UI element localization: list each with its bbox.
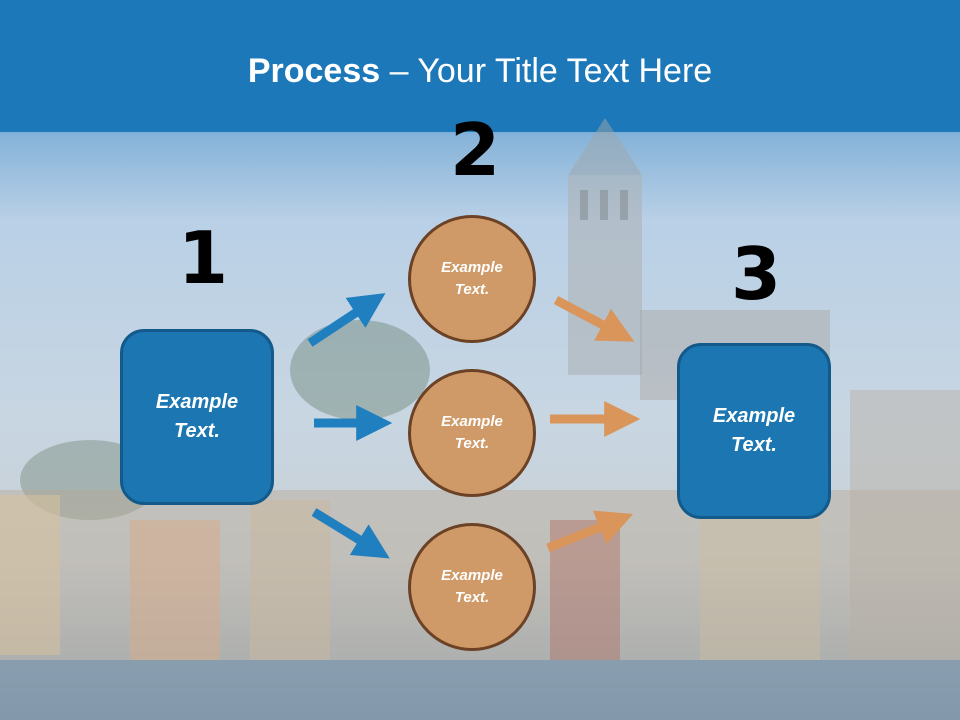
arrow-orange-down xyxy=(553,296,635,342)
arrow-blue-down xyxy=(311,508,390,559)
arrow-blue-up xyxy=(307,293,386,347)
title-rest: – Your Title Text Here xyxy=(380,52,713,90)
circle-top-line2: Text. xyxy=(454,281,490,298)
step-number-3: 3 xyxy=(731,232,782,316)
step-number-1: 1 xyxy=(178,216,229,300)
step1-text-line2: Text. xyxy=(174,420,220,442)
circle-bottom-line1: Example xyxy=(441,566,503,584)
step3-text-line1: Example xyxy=(712,405,796,427)
step3-text-line2: Text. xyxy=(731,434,777,456)
step1-text-line1: Example xyxy=(155,391,239,413)
circle-bottom-line2: Text. xyxy=(454,589,490,606)
title-bold: Process xyxy=(247,52,381,90)
step-number-2: 2 xyxy=(450,108,501,192)
arrow-orange-up xyxy=(546,510,634,553)
circle-middle-line2: Text. xyxy=(454,435,490,452)
circle-middle-line1: Example xyxy=(441,412,503,430)
circle-top-line1: Example xyxy=(441,258,503,276)
slide-title: Process – Your Title Text Here xyxy=(0,52,960,91)
